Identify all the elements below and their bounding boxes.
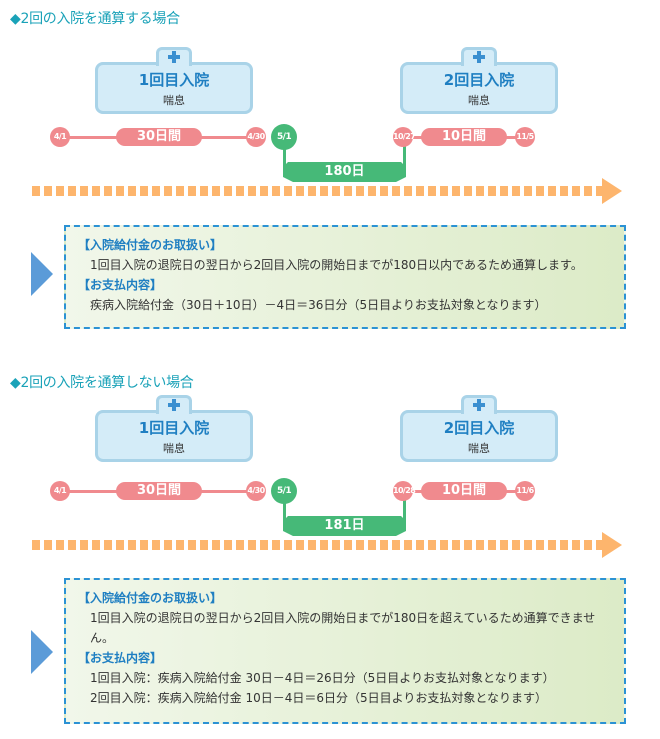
result-arrow-icon <box>31 630 53 674</box>
second-stay-duration: 10日間 <box>421 128 507 146</box>
first-stay-duration: 30日間 <box>116 482 202 500</box>
payment-line: 疾病入院給付金（30日＋10日）－4日＝36日分（5日目よりお支払対象となります… <box>90 298 547 312</box>
first-stay-end: 4/30 <box>246 481 266 501</box>
stay-condition: 喘息 <box>468 442 490 455</box>
stay-title: 2回目入院 <box>443 419 515 437</box>
gap-days: 181日 <box>283 516 406 536</box>
timeline-arrow <box>32 186 604 196</box>
section-heading: ◆2回の入院を通算しない場合 <box>10 375 194 391</box>
payment-line: 1回目入院：疾病入院給付金 30日－4日＝26日分（5日目よりお支払対象となりま… <box>90 671 555 685</box>
gap-start: 5/1 <box>271 124 297 150</box>
hospital-cross-icon <box>473 51 485 63</box>
stay-condition: 喘息 <box>163 442 185 455</box>
hospital-cross-icon <box>473 399 485 411</box>
result-arrow-icon <box>31 252 53 296</box>
payment-label: 【お支払内容】 <box>78 651 163 665</box>
first-stay-start: 4/1 <box>50 481 70 501</box>
gap-days: 180日 <box>283 162 406 182</box>
handling-text: 1回目入院の退院日の翌日から2回目入院の開始日までが180日を超えているため通算… <box>90 611 596 645</box>
second-stay-card: 2回目入院 喘息 <box>400 395 558 462</box>
second-stay-end: 11/6 <box>515 481 535 501</box>
first-stay-end: 4/30 <box>246 127 266 147</box>
second-stay-duration: 10日間 <box>421 482 507 500</box>
second-stay-card: 2回目入院 喘息 <box>400 47 558 114</box>
section-heading: ◆2回の入院を通算する場合 <box>10 11 180 27</box>
first-stay-card: 1回目入院 喘息 <box>95 395 253 462</box>
payment-label: 【お支払内容】 <box>78 278 163 292</box>
hospital-cross-icon <box>168 51 180 63</box>
gap-start: 5/1 <box>271 478 297 504</box>
stay-title: 2回目入院 <box>443 71 515 89</box>
stay-condition: 喘息 <box>163 94 185 107</box>
handling-label: 【入院給付金のお取扱い】 <box>78 591 223 605</box>
timeline-arrow-head <box>602 532 622 558</box>
timeline-arrow <box>32 540 604 550</box>
second-stay-end: 11/5 <box>515 127 535 147</box>
second-stay-start: 10/27 <box>393 127 416 147</box>
first-stay-duration: 30日間 <box>116 128 202 146</box>
stay-title: 1回目入院 <box>138 419 210 437</box>
payment-line: 2回目入院：疾病入院給付金 10日－4日＝6日分（5日目よりお支払対象となります… <box>90 691 548 705</box>
first-stay-start: 4/1 <box>50 127 70 147</box>
hospital-cross-icon <box>168 399 180 411</box>
stay-condition: 喘息 <box>468 94 490 107</box>
handling-text: 1回目入院の退院日の翌日から2回目入院の開始日までが180日以内であるため通算し… <box>90 258 583 272</box>
section-not-combined: ◆2回の入院を通算しない場合 1回目入院 喘息 4/1 30日間 4/30 5/… <box>0 364 660 739</box>
info-box: 【入院給付金のお取扱い】 1回目入院の退院日の翌日から2回目入院の開始日までが1… <box>64 578 626 724</box>
section-combined: ◆2回の入院を通算する場合 1回目入院 喘息 4/1 30日間 4/30 5/1… <box>0 0 660 345</box>
first-stay-card: 1回目入院 喘息 <box>95 47 253 114</box>
handling-label: 【入院給付金のお取扱い】 <box>78 238 223 252</box>
timeline-arrow-head <box>602 178 622 204</box>
info-box: 【入院給付金のお取扱い】 1回目入院の退院日の翌日から2回目入院の開始日までが1… <box>64 225 626 329</box>
stay-title: 1回目入院 <box>138 71 210 89</box>
second-stay-start: 10/28 <box>393 481 416 501</box>
